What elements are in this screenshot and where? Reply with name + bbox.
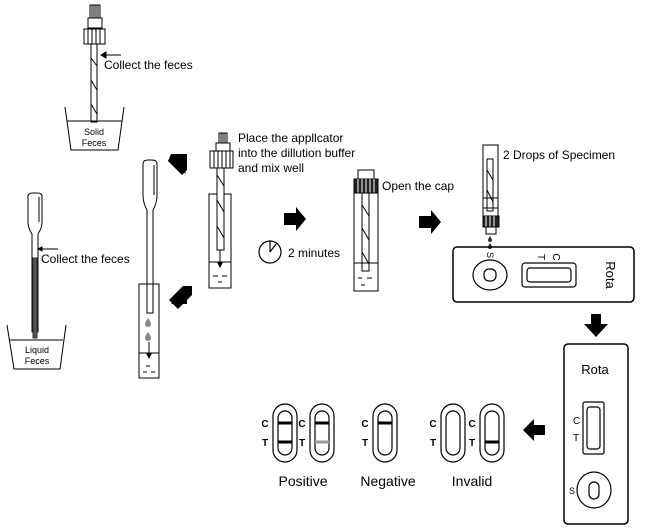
applicator-stick-icon <box>83 4 106 123</box>
strip-t-label: T <box>299 438 305 449</box>
solid-collection-step <box>64 4 125 151</box>
solid-collect-label: Collect the feces <box>104 58 193 72</box>
solid-container-line2: Feces <box>82 138 107 148</box>
result-label-negative: Negative <box>360 473 415 489</box>
capped-tube-icon <box>353 169 379 292</box>
liquid-container-line1: Liquid <box>25 345 49 355</box>
applicator-in-tube-icon <box>208 132 234 289</box>
cassette-vertical <box>563 343 629 525</box>
strip-t-label: T <box>362 438 368 449</box>
open-cap-step <box>353 169 379 292</box>
cassette-c-label: C <box>550 253 561 260</box>
result-strip: CT <box>361 403 398 463</box>
arrow-pointer-icon <box>36 246 58 252</box>
inverted-tube-icon <box>482 144 500 235</box>
buffer-tube <box>138 283 160 379</box>
result-label-positive: Positive <box>278 473 327 489</box>
timer-label: 2 minutes <box>288 246 340 260</box>
arrow-left-icon <box>523 419 545 441</box>
strip-t-label: T <box>430 438 436 449</box>
result-strip: CT <box>261 403 298 463</box>
arrow-down-right-icon <box>168 154 187 175</box>
mix-step <box>208 132 234 289</box>
place-applicator-line2: into the dillution buffer <box>238 146 355 160</box>
cassette-s-label: S <box>485 252 495 258</box>
strip-c-label: C <box>429 419 436 430</box>
arrow-right-icon <box>284 207 306 231</box>
strip-c-label: C <box>361 419 368 430</box>
cassette-name-vertical: Rota <box>581 362 609 377</box>
liquid-collection-step <box>6 192 67 370</box>
cassette-t-label-vertical: T <box>573 433 579 444</box>
solid-container-line1: Solid <box>84 127 104 137</box>
result-strip: CT <box>298 403 335 463</box>
strip-c-label: C <box>298 419 305 430</box>
pipette-icon <box>142 159 158 314</box>
arrow-right-icon <box>419 210 441 234</box>
cassette-s-label-vertical: S <box>569 486 575 496</box>
cassette-horizontal <box>452 246 635 303</box>
cassette-t-label: T <box>535 254 546 260</box>
arrow-pointer-icon <box>100 51 121 59</box>
cassette-c-label-vertical: C <box>573 416 580 427</box>
strip-t-label: T <box>469 438 475 449</box>
place-applicator-line1: Place the appllcator <box>238 131 343 145</box>
arrow-down-icon <box>584 314 608 337</box>
solid-feces-container <box>64 106 125 151</box>
clock-icon <box>258 240 282 264</box>
cassette-name-horizontal: Rota <box>603 261 618 289</box>
place-applicator-line3: and mix well <box>238 161 304 175</box>
result-label-invalid: Invalid <box>452 473 492 489</box>
liquid-collect-label: Collect the feces <box>41 252 130 266</box>
liquid-container-line2: Feces <box>25 356 50 366</box>
result-strip: CT <box>429 403 466 463</box>
arrow-up-right-icon <box>169 286 192 309</box>
pipette-dropping-step <box>138 159 160 379</box>
pipette-icon <box>27 192 43 339</box>
liquid-feces-container <box>6 324 67 370</box>
result-strip: CT <box>468 403 505 463</box>
drop-icon <box>145 318 151 341</box>
strip-t-label: T <box>262 438 268 449</box>
strip-c-label: C <box>261 419 268 430</box>
strip-c-label: C <box>468 419 475 430</box>
open-cap-label: Open the cap <box>382 179 454 193</box>
drops-label: 2 Drops of Specimen <box>503 148 615 162</box>
